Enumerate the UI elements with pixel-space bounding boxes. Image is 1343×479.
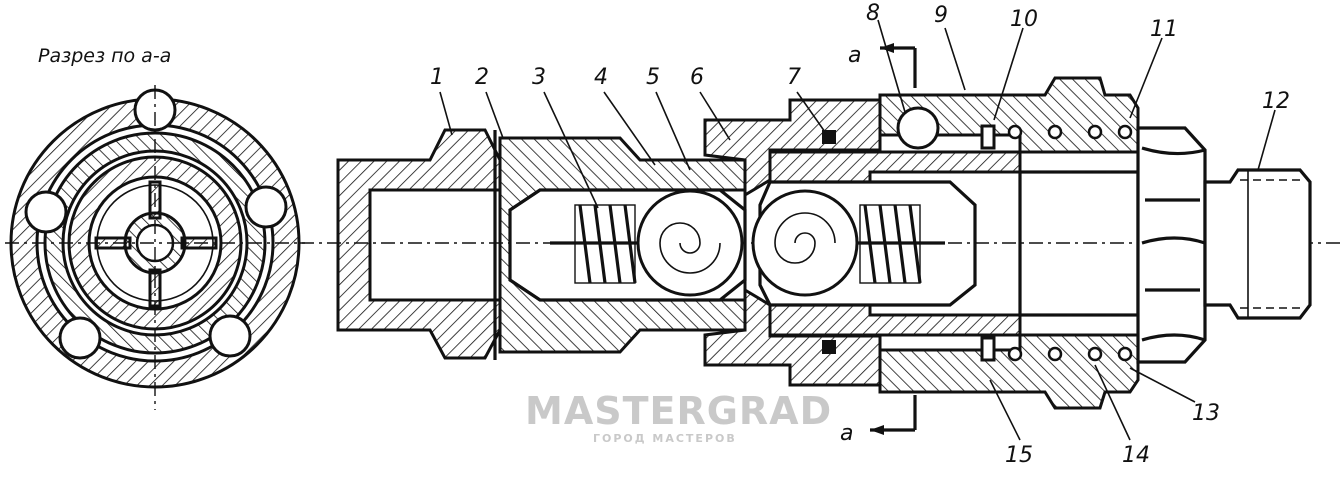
watermark-main: MASTERGRAD bbox=[525, 389, 832, 433]
leader-lines bbox=[439, 19, 1276, 441]
part-label-3: 3 bbox=[532, 65, 546, 90]
part-label-11: 11 bbox=[1150, 17, 1178, 42]
part-label-14: 14 bbox=[1122, 443, 1150, 468]
watermark-sub: ГОРОД МАСТЕРОВ bbox=[593, 432, 737, 445]
watermark: MASTERGRAD ГОРОД МАСТЕРОВ bbox=[525, 389, 832, 445]
locking-ball bbox=[58, 316, 102, 360]
socket-housing-top bbox=[878, 76, 1140, 154]
sleeve-spring-top bbox=[1007, 124, 1133, 140]
part-label-7: 7 bbox=[787, 65, 801, 90]
section-mark-top: а bbox=[848, 43, 861, 68]
part-label-12: 12 bbox=[1262, 89, 1290, 114]
section-marker-bottom: а bbox=[840, 395, 917, 446]
part-label-15: 15 bbox=[1005, 443, 1033, 468]
part-label-6: 6 bbox=[690, 65, 704, 90]
part-label-1: 1 bbox=[430, 65, 444, 90]
part-labels: 1 2 3 4 5 6 7 8 9 10 11 12 13 14 15 bbox=[430, 1, 1290, 468]
part-label-5: 5 bbox=[646, 65, 660, 90]
o-ring-bottom bbox=[822, 340, 836, 354]
part-label-8: 8 bbox=[866, 1, 880, 26]
hex-nut bbox=[1136, 126, 1207, 364]
part-label-4: 4 bbox=[594, 65, 608, 90]
valve-ball-left bbox=[636, 189, 744, 297]
locking-ball bbox=[208, 314, 252, 358]
locking-ball-8 bbox=[896, 106, 940, 150]
hose-fitting bbox=[1203, 168, 1312, 320]
o-ring-top bbox=[822, 130, 836, 144]
coupling-longitudinal-section bbox=[300, 76, 1340, 410]
sleeve-spring-bottom bbox=[1007, 346, 1133, 362]
socket-housing-bottom bbox=[878, 333, 1140, 410]
section-marker-top: а bbox=[848, 43, 917, 88]
part-label-2: 2 bbox=[475, 65, 489, 90]
part-label-9: 9 bbox=[934, 3, 948, 28]
part-label-13: 13 bbox=[1192, 401, 1220, 426]
cross-section-view: Разрез по а-а bbox=[5, 45, 305, 410]
nipple-body bbox=[336, 128, 502, 360]
section-title: Разрез по а-а bbox=[38, 45, 171, 67]
right-spring bbox=[855, 204, 945, 284]
locking-ball bbox=[244, 185, 288, 229]
left-spring bbox=[550, 204, 640, 284]
section-mark-bottom: а bbox=[840, 421, 853, 446]
part-label-10: 10 bbox=[1010, 7, 1038, 32]
locking-ball bbox=[24, 190, 68, 234]
valve-ball-right bbox=[751, 189, 859, 297]
